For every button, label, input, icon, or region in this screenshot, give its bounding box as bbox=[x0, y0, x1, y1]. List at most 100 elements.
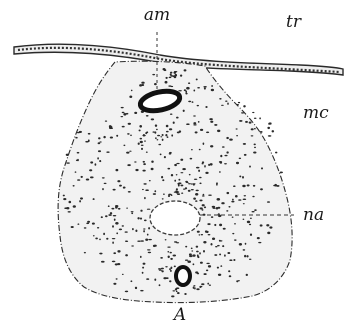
cell-nucleus bbox=[195, 200, 197, 202]
cell-nucleus bbox=[135, 230, 137, 233]
cell-nucleus bbox=[140, 141, 143, 143]
cell-nucleus bbox=[183, 188, 186, 189]
cell-nucleus bbox=[193, 285, 195, 286]
cell-nucleus bbox=[174, 191, 177, 192]
cell-nucleus bbox=[246, 274, 248, 276]
cell-nucleus bbox=[199, 199, 202, 201]
cell-nucleus bbox=[186, 182, 189, 183]
cell-nucleus bbox=[193, 287, 195, 289]
cell-nucleus bbox=[162, 134, 164, 136]
cell-nucleus bbox=[267, 232, 270, 235]
cell-nucleus bbox=[176, 291, 178, 293]
cell-nucleus bbox=[97, 227, 99, 229]
cell-nucleus bbox=[71, 226, 74, 228]
cell-nucleus bbox=[214, 124, 217, 126]
cell-nucleus bbox=[193, 124, 197, 125]
cell-nucleus bbox=[148, 252, 151, 253]
cell-nucleus bbox=[139, 125, 142, 128]
cell-nucleus bbox=[205, 172, 208, 174]
cell-nucleus bbox=[222, 146, 225, 148]
cell-nucleus bbox=[251, 128, 254, 130]
cell-nucleus bbox=[209, 118, 213, 120]
cell-nucleus bbox=[193, 183, 196, 184]
cell-nucleus bbox=[232, 233, 234, 234]
cell-nucleus bbox=[161, 268, 164, 270]
cell-nucleus bbox=[187, 261, 191, 263]
cell-nucleus bbox=[84, 252, 86, 254]
cell-nucleus bbox=[153, 193, 156, 195]
cell-nucleus bbox=[163, 277, 166, 279]
cell-nucleus bbox=[145, 239, 148, 241]
cell-nucleus bbox=[204, 273, 207, 275]
cell-nucleus bbox=[185, 259, 188, 260]
cell-nucleus bbox=[143, 134, 145, 137]
cell-nucleus bbox=[137, 217, 139, 219]
cell-nucleus bbox=[97, 157, 99, 159]
cell-nucleus bbox=[236, 162, 239, 164]
cell-nucleus bbox=[118, 208, 121, 210]
cell-nucleus bbox=[218, 274, 221, 276]
cell-nucleus bbox=[93, 198, 95, 200]
cell-nucleus bbox=[68, 201, 71, 204]
cell-nucleus bbox=[242, 185, 245, 187]
cell-nucleus bbox=[243, 143, 246, 145]
cell-nucleus bbox=[168, 195, 170, 197]
cell-nucleus bbox=[196, 167, 200, 169]
cell-nucleus bbox=[77, 223, 79, 225]
cell-nucleus bbox=[193, 263, 195, 265]
cell-nucleus bbox=[196, 246, 199, 248]
cell-nucleus bbox=[143, 161, 145, 163]
cell-nucleus bbox=[128, 123, 131, 125]
cell-nucleus bbox=[267, 127, 270, 129]
cell-nucleus bbox=[180, 75, 182, 77]
cell-nucleus bbox=[219, 161, 222, 163]
cell-nucleus bbox=[141, 145, 144, 146]
cell-nucleus bbox=[266, 224, 269, 226]
cell-nucleus bbox=[127, 164, 130, 166]
cell-nucleus bbox=[122, 112, 125, 113]
cell-nucleus bbox=[178, 90, 182, 91]
cell-nucleus bbox=[84, 227, 87, 228]
cell-nucleus bbox=[123, 145, 125, 146]
cell-nucleus bbox=[140, 210, 142, 212]
cell-nucleus bbox=[174, 164, 177, 166]
cell-nucleus bbox=[236, 104, 239, 105]
cell-nucleus bbox=[110, 136, 113, 138]
cell-nucleus bbox=[98, 142, 101, 144]
cell-nucleus bbox=[197, 273, 199, 275]
cell-nucleus bbox=[119, 229, 122, 231]
cell-nucleus bbox=[102, 177, 105, 178]
cell-nucleus bbox=[226, 137, 229, 139]
cell-nucleus bbox=[219, 240, 222, 241]
cell-nucleus bbox=[158, 268, 161, 270]
cell-nucleus bbox=[269, 226, 272, 228]
cell-nucleus bbox=[202, 209, 204, 211]
cell-nucleus bbox=[218, 215, 221, 217]
cell-nucleus bbox=[197, 87, 200, 89]
cell-nucleus bbox=[260, 131, 263, 133]
cell-nucleus bbox=[247, 221, 250, 224]
cell-nucleus bbox=[212, 206, 215, 208]
cell-nucleus bbox=[229, 275, 232, 277]
cell-nucleus bbox=[142, 170, 145, 172]
cell-nucleus bbox=[143, 228, 145, 229]
cell-nucleus bbox=[110, 212, 113, 214]
cell-nucleus bbox=[174, 266, 176, 268]
cell-nucleus bbox=[199, 149, 201, 151]
cell-nucleus bbox=[192, 101, 194, 103]
cell-nucleus bbox=[79, 200, 81, 202]
cell-nucleus bbox=[186, 123, 190, 125]
cell-nucleus bbox=[210, 163, 213, 165]
label-tr: tr bbox=[286, 12, 302, 32]
cell-nucleus bbox=[126, 152, 129, 154]
cell-nucleus bbox=[135, 287, 137, 290]
cell-nucleus bbox=[219, 171, 221, 173]
cell-nucleus bbox=[161, 176, 163, 179]
cell-nucleus bbox=[199, 252, 201, 254]
cell-nucleus bbox=[217, 245, 220, 247]
cell-nucleus bbox=[251, 135, 254, 136]
cell-nucleus bbox=[160, 257, 163, 259]
cell-nucleus bbox=[193, 197, 196, 199]
cell-nucleus bbox=[190, 158, 193, 160]
cell-nucleus bbox=[122, 225, 124, 226]
